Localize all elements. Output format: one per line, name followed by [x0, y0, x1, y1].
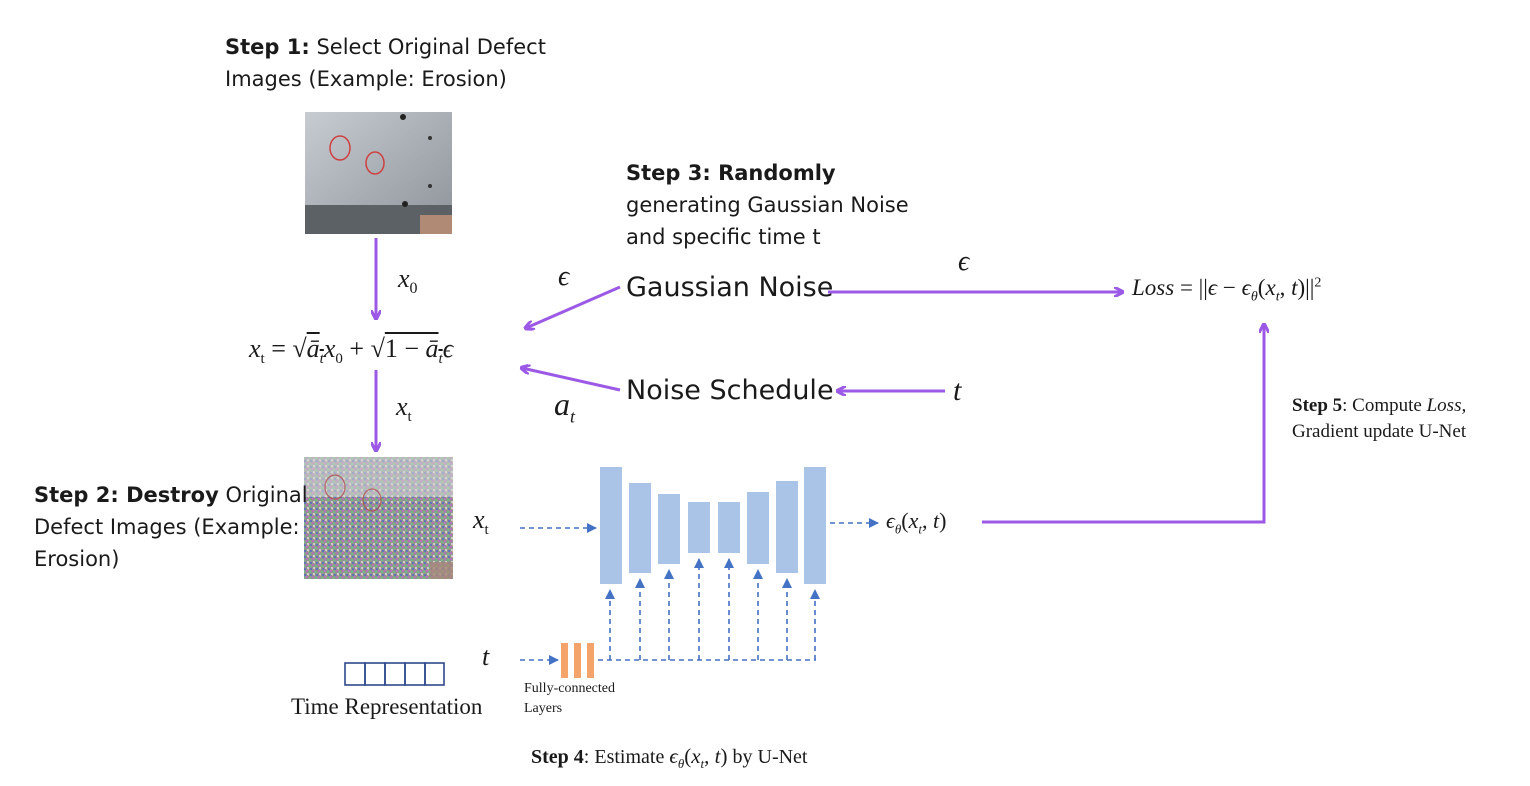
noise-schedule-label: Noise Schedule — [626, 375, 834, 406]
t-label-schedule: t — [953, 374, 962, 407]
step1-line2: Images (Example: Erosion) — [225, 67, 507, 91]
step1-bold: Step 1: — [225, 35, 310, 59]
loss-formula: Loss = ||ϵ − ϵθ(xt, t)||2 — [1132, 275, 1322, 305]
epsilon-label-left: ϵ — [558, 261, 570, 292]
step5-line2: Gradient update U-Net — [1292, 421, 1467, 442]
t-label-time-input: t — [482, 642, 490, 671]
step5-text: Step 5: Compute Loss, Gradient update U-… — [1292, 393, 1466, 445]
original-defect-image — [305, 112, 452, 234]
eps-theta-output: ϵθ(xt, t) — [886, 508, 947, 537]
step1-text: Step 1: Select Original Defect Images (E… — [225, 31, 546, 95]
xt-label-arrow: xt — [396, 392, 412, 426]
time-representation-boxes — [344, 662, 445, 686]
step3-bold: Step 3: Randomly — [626, 161, 836, 185]
xt-label-unet-input: xt — [473, 505, 489, 539]
step4-bold: Step 4 — [531, 746, 584, 768]
step2-bold: Step 2: Destroy — [34, 483, 219, 507]
noisy-defect-image — [304, 457, 453, 579]
gaussian-noise-label: Gaussian Noise — [626, 272, 834, 303]
fully-connected-layers — [561, 643, 594, 678]
arrow-unet-to-loss — [982, 325, 1264, 524]
step3-line2: generating Gaussian Noise — [626, 193, 909, 217]
step2-line2: Defect Images (Example: — [34, 515, 300, 539]
arrow-schedule-to-forward — [522, 368, 621, 392]
unet-blocks — [600, 467, 826, 584]
step3-text: Step 3: Randomly generating Gaussian Noi… — [626, 157, 909, 253]
x0-label: x0 — [398, 264, 418, 298]
step2-line3: Erosion) — [34, 547, 120, 571]
step5-loss-word: Loss, — [1426, 395, 1467, 416]
epsilon-label-right: ϵ — [958, 246, 970, 277]
step5-bold: Step 5 — [1292, 395, 1343, 416]
step4-text: Step 4: Estimate ϵθ(xt, t) by U-Net — [531, 744, 808, 772]
alpha-t-label: at — [554, 386, 576, 427]
time-representation-label: Time Representation — [291, 694, 483, 719]
arrow-noise-to-forward — [526, 285, 621, 328]
forward-diffusion-formula: xt = √ātx0 + √1 − ātϵ — [249, 334, 454, 368]
fully-connected-label: Fully-connected Layers — [524, 681, 615, 716]
step3-line3: and specific time t — [626, 225, 821, 249]
step1-line1: Select Original Defect — [309, 35, 546, 59]
unet-dashed-connections — [520, 518, 879, 665]
step2-text: Step 2: Destroy Original Defect Images (… — [34, 479, 308, 575]
step2-line1: Original — [218, 483, 308, 507]
flow-arrows — [376, 238, 1264, 524]
